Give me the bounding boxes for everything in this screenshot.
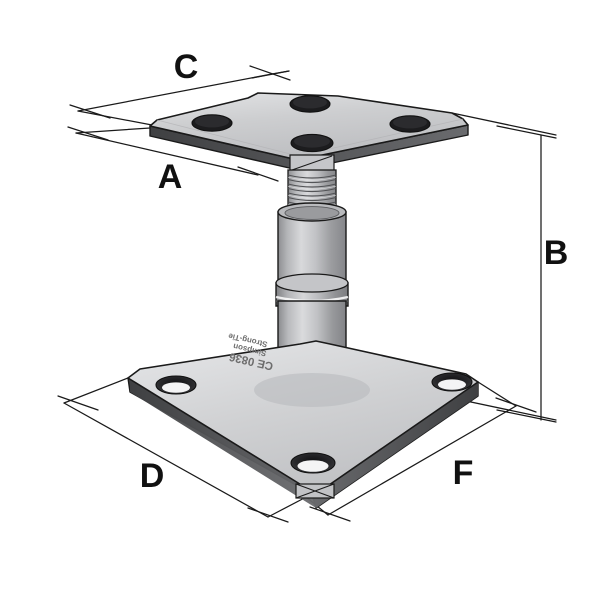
upper-sleeve [277,202,347,289]
dimension-d-geometry [57,377,313,523]
front-corner-notch [295,483,335,499]
dimension-a-geometry [67,126,279,182]
dimension-label-a: A [158,158,183,196]
dimension-labels: C A B D F [140,48,569,495]
dimension-b-geometry [451,112,557,423]
base-plate-hole [431,372,473,392]
base-plate: CE 0836 Simpson Strong-Tie [127,331,479,509]
mid-collar [275,273,349,307]
base-plate-hole [155,375,197,395]
base-plate-holes [155,372,473,474]
base-plate-hole [290,452,336,474]
dimension-label-d: D [140,457,165,495]
embossed-marking: CE 0836 Simpson Strong-Tie [227,331,275,372]
dimension-label-b: B [544,234,569,272]
dimension-label-c: C [174,48,199,86]
dimension-label-f: F [453,454,474,492]
top-plate-holes [191,95,431,153]
dimension-c-geometry [69,65,291,126]
